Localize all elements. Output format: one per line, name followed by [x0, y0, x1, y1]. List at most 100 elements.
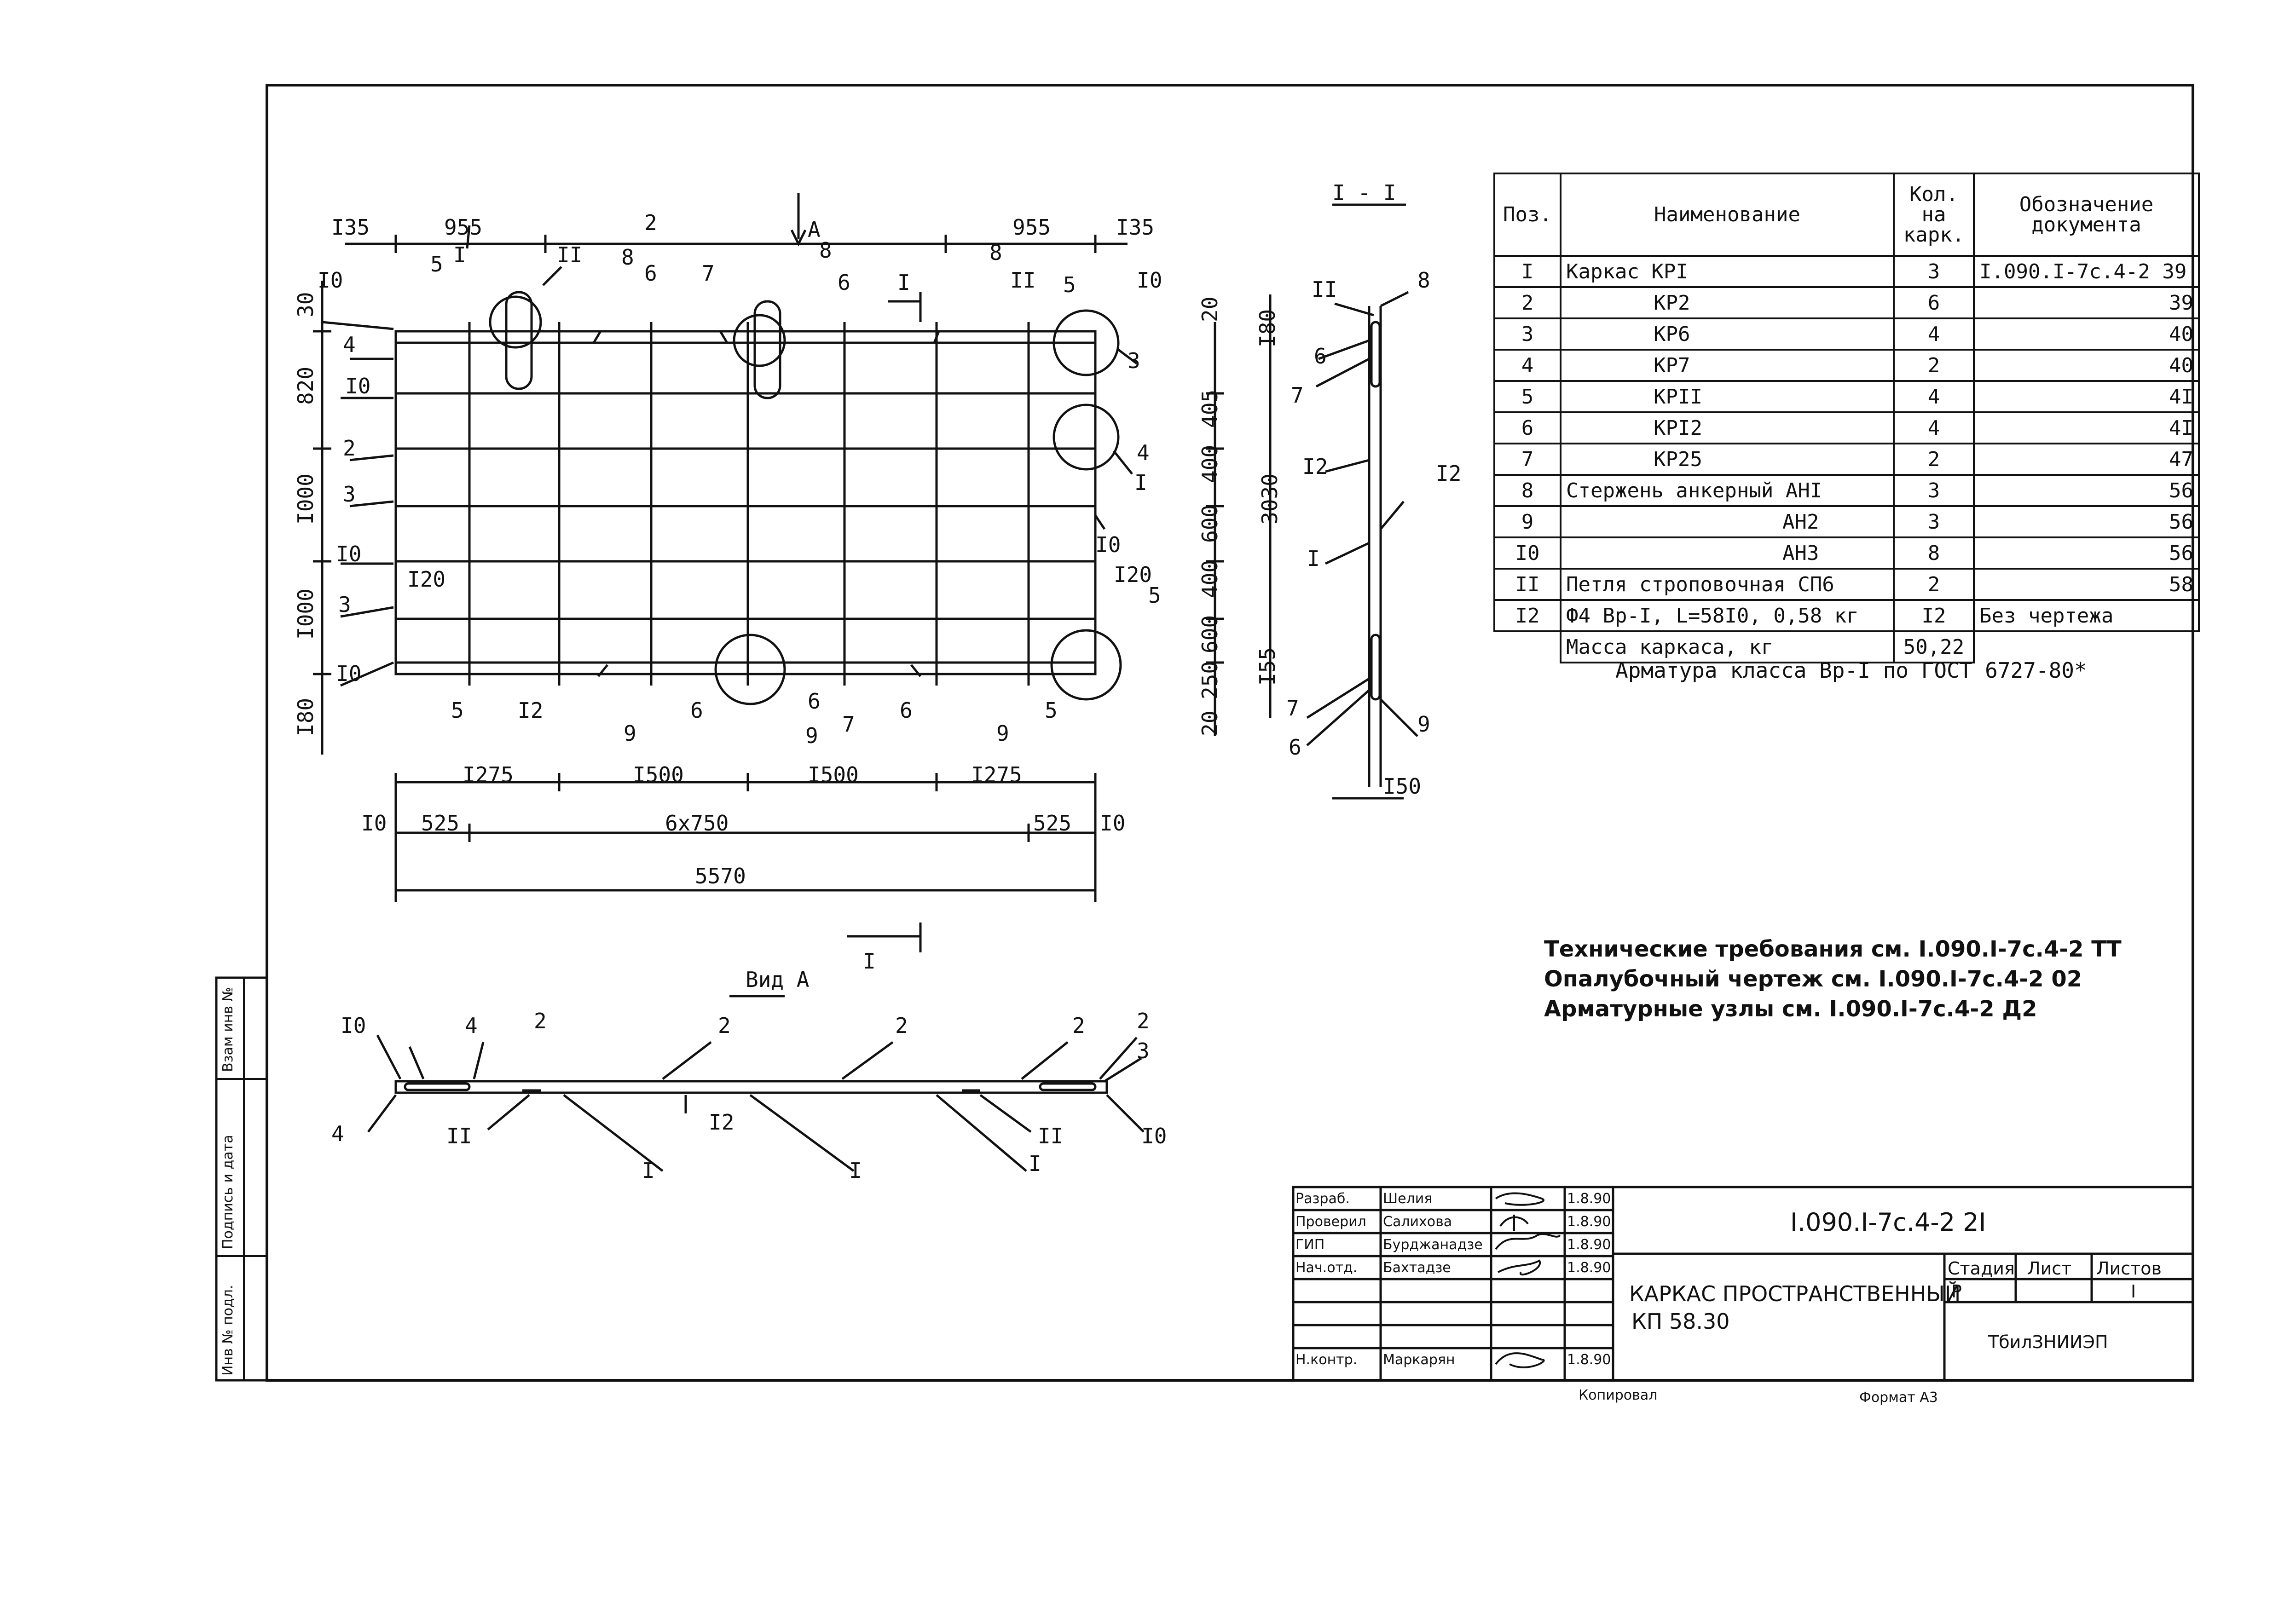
dim-right-outer-total: 3030	[1257, 473, 1282, 525]
dim-left-3: I000	[293, 588, 318, 640]
spec-cell-pos: 8	[1493, 474, 1562, 507]
dim-row2-2: 525	[421, 811, 459, 836]
svg-text:II: II	[446, 1124, 472, 1148]
qty-header-line3: карк.	[1903, 223, 1965, 247]
title-block-name: Бахтадзе	[1383, 1260, 1451, 1276]
svg-text:2: 2	[1137, 1009, 1150, 1033]
title-block-role: ГИП	[1295, 1237, 1325, 1253]
title-block-date: 1.8.90	[1567, 1214, 1611, 1230]
spec-cell-qty: 4	[1893, 411, 1975, 444]
svg-text:7: 7	[702, 261, 715, 286]
svg-text:8: 8	[1417, 268, 1430, 293]
spec-cell-doc: 40	[1973, 349, 2200, 382]
spec-cell-doc: 39	[1973, 286, 2200, 319]
title-block-name: Маркарян	[1383, 1352, 1455, 1368]
svg-text:6: 6	[838, 270, 850, 295]
svg-text:I2: I2	[1436, 461, 1461, 486]
mass-value: 50,22	[1893, 630, 1975, 663]
spec-cell-pos: I	[1493, 255, 1562, 288]
svg-text:I: I	[1029, 1151, 1041, 1176]
doc-code: I.090.I-7c.4-2 2I	[1790, 1208, 1986, 1237]
svg-text:I0: I0	[1141, 1124, 1167, 1148]
svg-text:9: 9	[624, 721, 636, 746]
svg-text:5: 5	[430, 252, 443, 277]
svg-text:I0: I0	[341, 1013, 366, 1038]
svg-text:8: 8	[989, 240, 1002, 265]
spec-cell-pos: II	[1493, 568, 1562, 601]
dim-right-outer-bottom: I55	[1255, 647, 1280, 686]
section-view	[1306, 203, 1418, 800]
dim-total: 5570	[695, 864, 746, 888]
svg-text:I0: I0	[336, 661, 361, 686]
spec-cell-name: КР6	[1560, 317, 1895, 351]
svg-text:2: 2	[534, 1009, 547, 1033]
dim-top-right-offset: I35	[1116, 215, 1154, 240]
svg-text:4: 4	[343, 332, 356, 357]
spec-cell-pos: 9	[1493, 505, 1562, 538]
dim-right-1: 405	[1197, 390, 1222, 428]
svg-text:2: 2	[718, 1013, 731, 1038]
svg-text:3: 3	[338, 592, 351, 617]
dim-section-bottom: I50	[1383, 774, 1421, 799]
footer-copied: Копировал	[1579, 1387, 1658, 1403]
spec-cell-qty: I2	[1893, 599, 1975, 632]
title-line2: КП 58.30	[1631, 1309, 1730, 1334]
svg-text:9: 9	[1417, 712, 1430, 737]
col-header-doc: Обозначение документа	[1973, 173, 2200, 257]
svg-text:I: I	[453, 242, 466, 267]
specification-table: Поз. Наименование Кол. на карк. Обозначе…	[1493, 173, 2200, 663]
col-header-qty: Кол. на карк.	[1893, 173, 1975, 257]
title-block-frame	[1292, 1186, 2194, 1382]
spec-cell-doc: 47	[1973, 443, 2200, 476]
svg-text:II: II	[1312, 277, 1337, 302]
svg-text:I2: I2	[709, 1110, 734, 1135]
spec-cell-qty: 2	[1893, 443, 1975, 476]
note-1: Технические требования см. I.090.I-7c.4-…	[1544, 936, 2122, 962]
sheet-label: Лист	[2027, 1258, 2072, 1279]
signatures	[1495, 1192, 1561, 1368]
stamp-inv-no: Инв № подл.	[220, 1285, 236, 1376]
dim-right-outer-top: I80	[1255, 309, 1280, 347]
spec-cell-qty: 3	[1893, 255, 1975, 288]
svg-text:5: 5	[451, 698, 464, 723]
title-block-name: Бурджанадзе	[1383, 1237, 1483, 1253]
spec-cell-doc: 4I	[1973, 411, 2200, 444]
col-header-name: Наименование	[1560, 173, 1895, 257]
svg-text:4: 4	[1137, 440, 1150, 465]
svg-text:3: 3	[1137, 1038, 1150, 1063]
spec-cell-doc: Без чертежа	[1973, 599, 2200, 632]
svg-text:II: II	[557, 242, 582, 267]
spec-cell-qty: 4	[1893, 317, 1975, 351]
title-block-date: 1.8.90	[1567, 1260, 1611, 1276]
note-3: Арматурные узлы см. I.090.I-7c.4-2 Д2	[1544, 996, 2037, 1022]
doc-header-line1: Обозначение	[2019, 192, 2154, 216]
spec-cell-name: Петля строповочная СП6	[1560, 568, 1895, 601]
spec-cell-pos: 6	[1493, 411, 1562, 444]
svg-text:4: 4	[331, 1121, 344, 1146]
title-block-date: 1.8.90	[1567, 1191, 1611, 1207]
stage-value: Р	[1951, 1281, 1962, 1302]
dim-right-3: 600	[1197, 505, 1222, 543]
spec-cell-doc: 56	[1973, 474, 2200, 507]
svg-text:7: 7	[1286, 696, 1299, 721]
svg-text:6: 6	[1314, 344, 1327, 369]
qty-header-line2: на	[1921, 202, 1946, 226]
svg-text:6: 6	[1289, 735, 1301, 760]
svg-text:I20: I20	[407, 567, 445, 592]
footer-format: Формат А3	[1859, 1389, 1938, 1406]
spec-cell-doc: 58	[1973, 568, 2200, 601]
spec-cell-name: АН2	[1560, 505, 1895, 538]
sheet-frame	[266, 84, 2194, 1382]
spec-cell-qty: 3	[1893, 505, 1975, 538]
dim-top-right-span: 955	[1012, 215, 1051, 240]
